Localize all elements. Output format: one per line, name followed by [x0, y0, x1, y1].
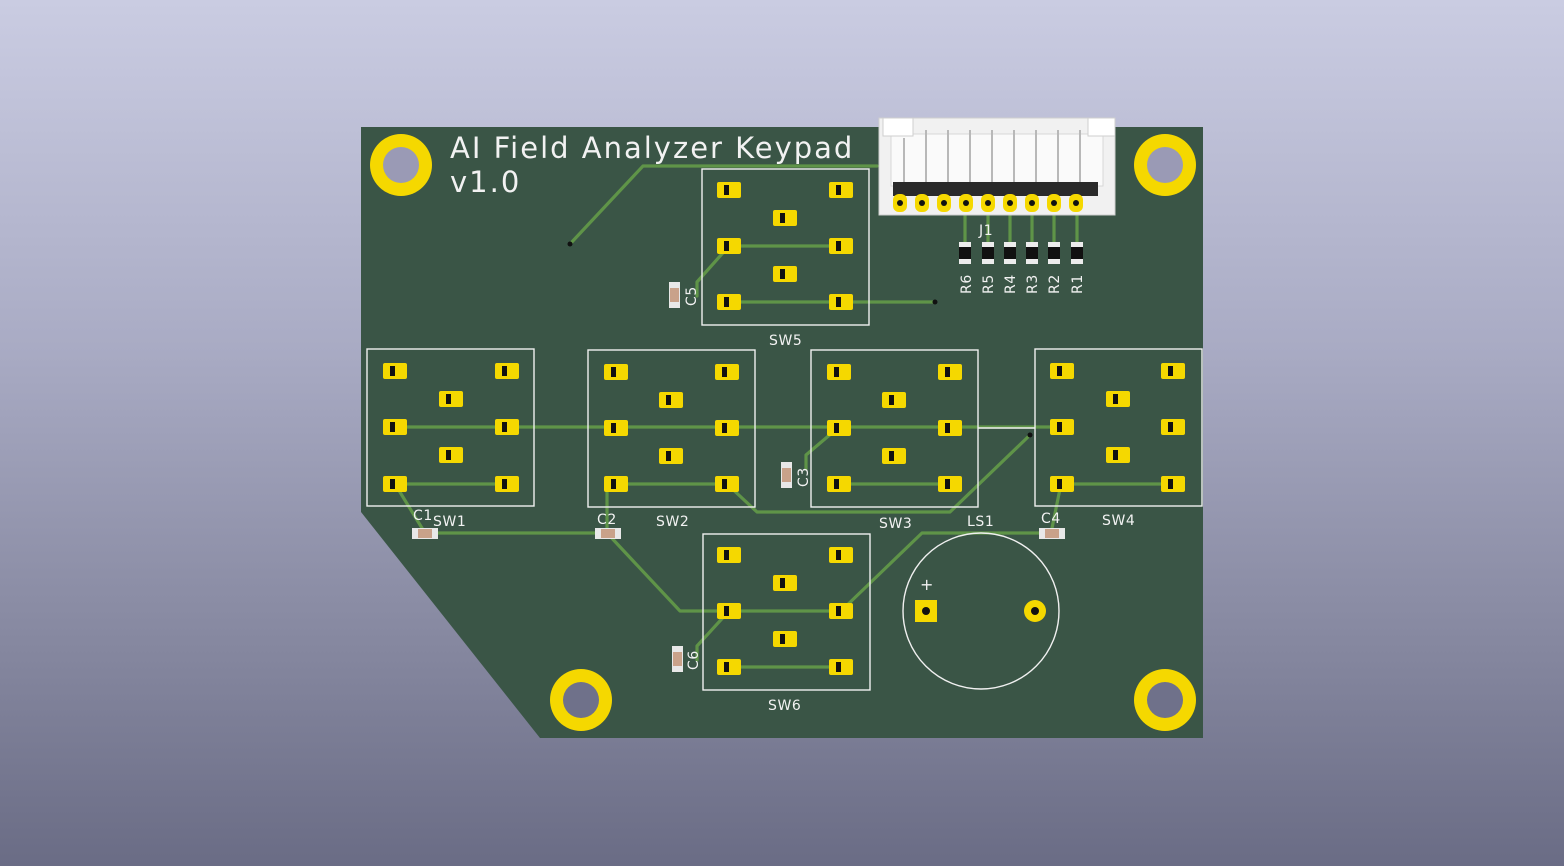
capacitor-c4 [1039, 528, 1065, 539]
label-c2: C2 [597, 512, 617, 528]
mounting-hole-bottom-left [550, 669, 612, 731]
via [1027, 432, 1033, 438]
label-ls1: LS1 [967, 514, 994, 530]
label-sw3: SW3 [879, 516, 912, 532]
buzzer-ls1 [902, 532, 1060, 690]
label-c6: C6 [686, 650, 702, 670]
label-sw1: SW1 [433, 514, 466, 530]
switch-pad-drills [390, 185, 1173, 672]
resistor-array [959, 242, 1083, 264]
label-sw2: SW2 [656, 514, 689, 530]
label-r1: R1 [1070, 274, 1086, 294]
label-c4: C4 [1041, 511, 1061, 527]
label-c3: C3 [796, 467, 812, 487]
switch-sw2 [587, 349, 756, 508]
label-r6: R6 [959, 274, 975, 294]
via [932, 299, 938, 305]
label-sw4: SW4 [1102, 513, 1135, 529]
label-r3: R3 [1025, 274, 1041, 294]
board-version: v1.0 [450, 165, 521, 199]
label-r4: R4 [1003, 274, 1019, 294]
capacitor-c6 [672, 646, 683, 672]
board-title: AI Field Analyzer Keypad [450, 131, 854, 165]
mounting-hole-top-right [1134, 134, 1196, 196]
capacitor-c2 [595, 528, 621, 539]
buzzer-polarity: + [920, 575, 933, 594]
capacitor-c5 [669, 282, 680, 308]
pcb-board [361, 127, 1203, 738]
label-r2: R2 [1047, 274, 1063, 294]
label-sw6: SW6 [768, 698, 801, 714]
capacitor-c1 [412, 528, 438, 539]
label-c5: C5 [684, 286, 700, 306]
label-sw5: SW5 [769, 333, 802, 349]
mounting-hole-top-left [370, 134, 432, 196]
via [567, 241, 573, 247]
label-r5: R5 [981, 274, 997, 294]
label-c1: C1 [413, 508, 433, 524]
capacitor-c3 [781, 462, 792, 488]
label-j1: J1 [978, 223, 993, 239]
mounting-hole-bottom-right [1134, 669, 1196, 731]
connector-j1 [878, 117, 1116, 216]
